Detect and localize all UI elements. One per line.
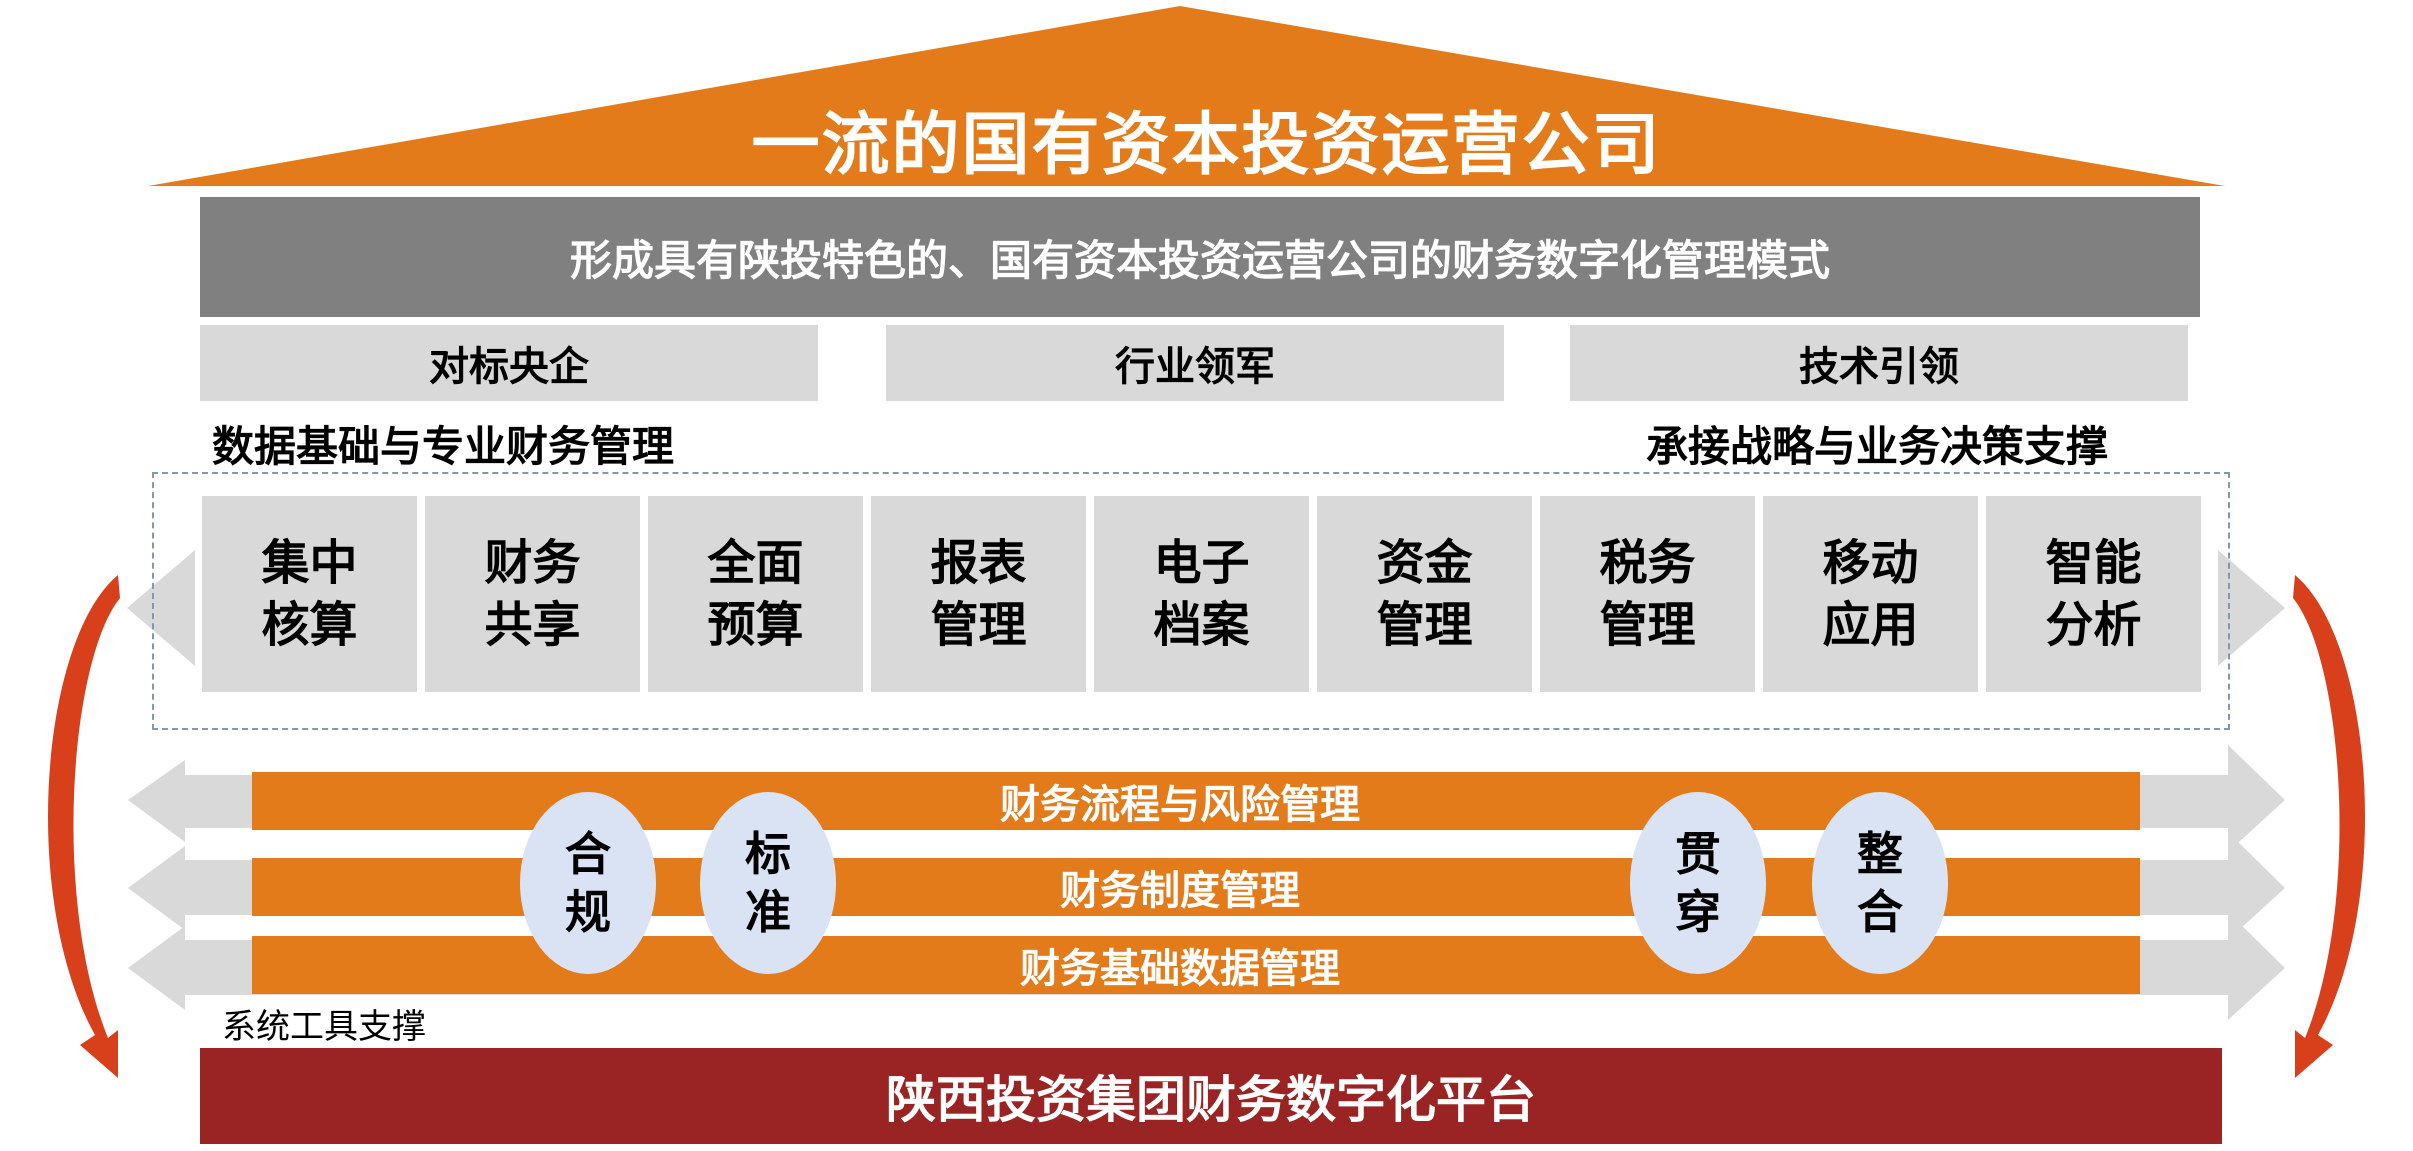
roof-title: 一流的国有资本投资运营公司 — [751, 105, 1662, 185]
band-basic-data: 财务基础数据管理 — [1020, 946, 1340, 992]
left-curve-arrow — [48, 575, 120, 1078]
module-comprehensive-budget: 全面预算 — [648, 496, 863, 692]
module-frame — [152, 472, 2230, 730]
module-intelligent-analysis: 智能分析 — [1986, 496, 2201, 692]
right-section-label: 承接战略与业务决策支撑 — [1646, 421, 2109, 471]
module-centralized-accounting: 集中核算 — [202, 496, 417, 692]
module-tax-management: 税务管理 — [1540, 496, 1755, 692]
pillar-benchmark: 对标央企 — [200, 325, 818, 401]
module-row-arrow — [127, 550, 195, 666]
module-report-management: 报表管理 — [871, 496, 1086, 692]
principle-integration: 整合 — [1812, 792, 1948, 974]
module-electronic-archives: 电子档案 — [1094, 496, 1309, 692]
platform-base: 陕西投资集团财务数字化平台 — [200, 1048, 2222, 1144]
principle-compliance: 合规 — [520, 792, 656, 974]
module-row-arrow-right — [2218, 550, 2285, 666]
module-mobile-application: 移动应用 — [1763, 496, 1978, 692]
principle-standard: 标准 — [700, 792, 836, 974]
band-process-risk: 财务流程与风险管理 — [1000, 782, 1360, 828]
pillar-industry-leader: 行业领军 — [886, 325, 1504, 401]
principle-throughout: 贯穿 — [1630, 792, 1766, 974]
system-tools-label: 系统工具支撑 — [222, 1006, 426, 1047]
roof-triangle — [148, 6, 2225, 186]
pillar-tech-lead: 技术引领 — [1570, 325, 2188, 401]
left-section-label: 数据基础与专业财务管理 — [212, 421, 675, 471]
module-financial-sharing: 财务共享 — [425, 496, 640, 692]
mode-banner: 形成具有陕投特色的、国有资本投资运营公司的财务数字化管理模式 — [200, 197, 2200, 317]
band-system-management: 财务制度管理 — [1060, 868, 1300, 914]
module-fund-management: 资金管理 — [1317, 496, 1532, 692]
right-curve-arrow — [2293, 575, 2365, 1078]
